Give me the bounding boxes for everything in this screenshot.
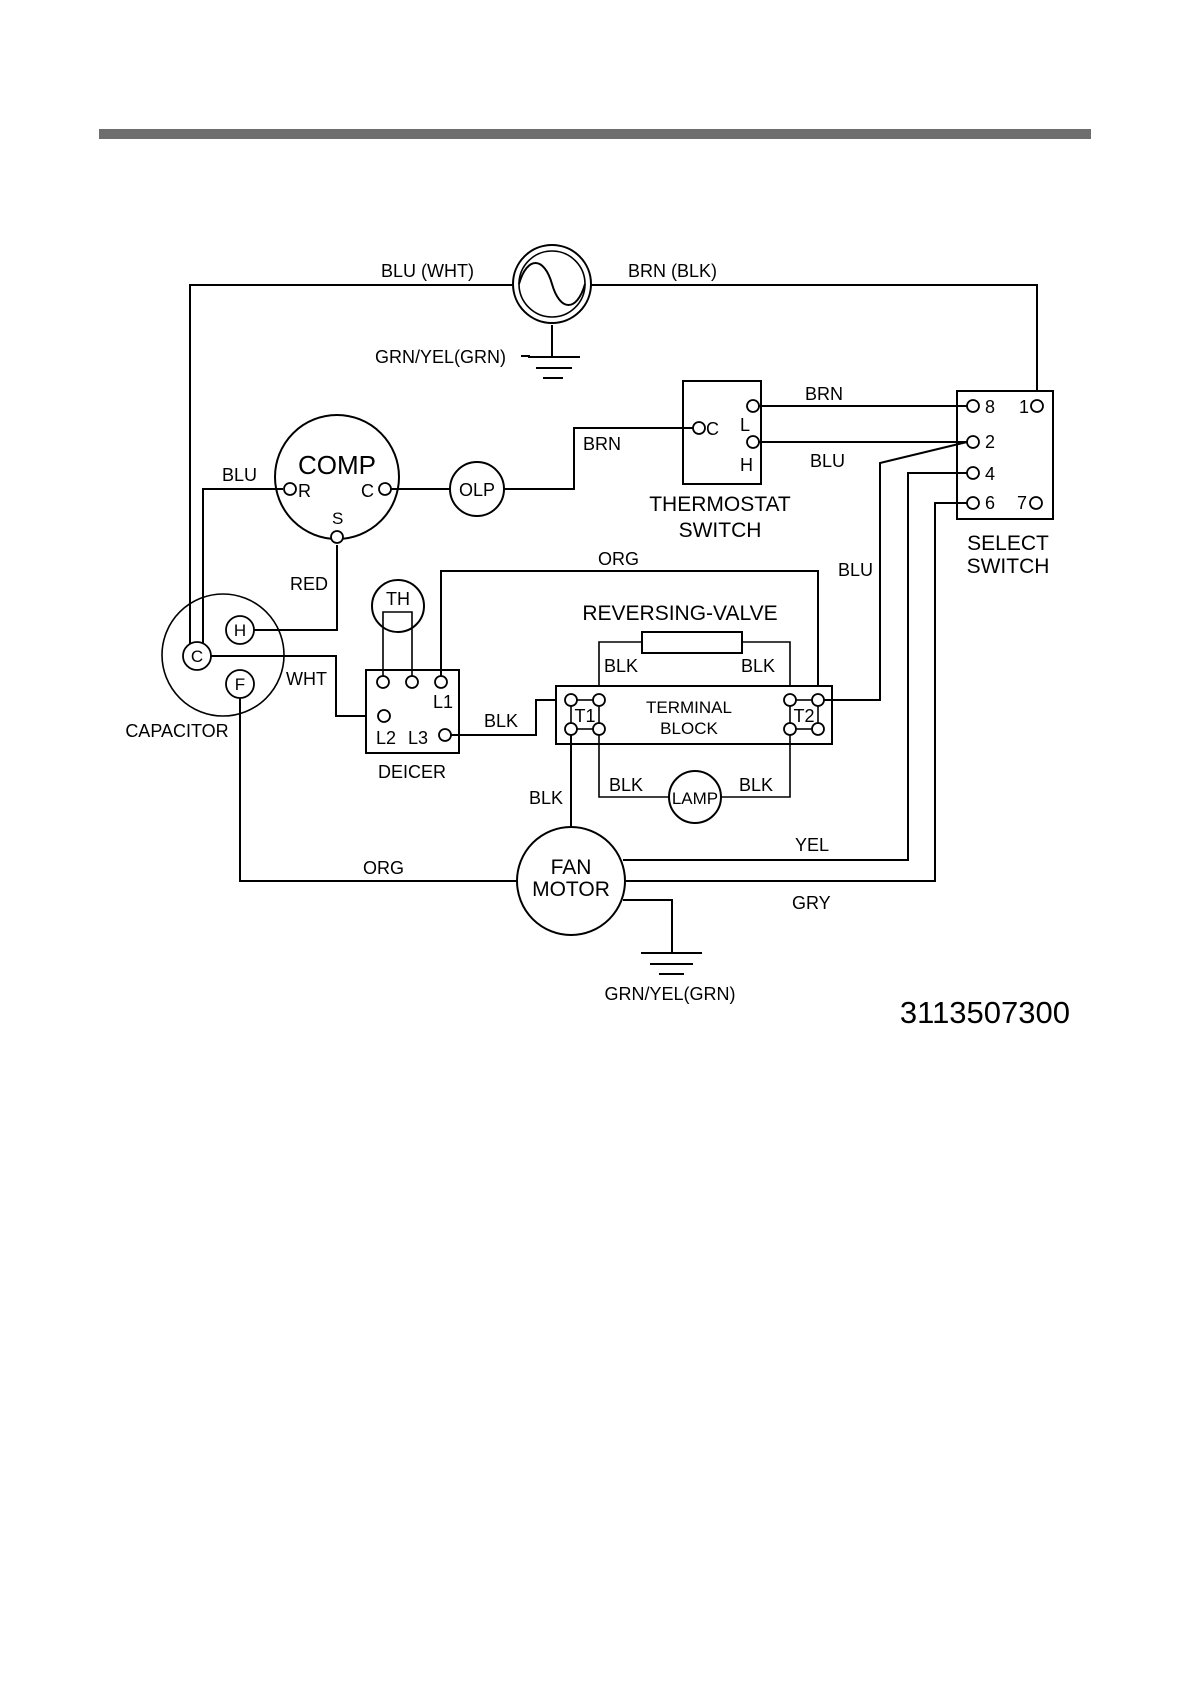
olp-label: OLP [459, 480, 495, 500]
select-label-line2: SWITCH [967, 555, 1050, 578]
thermostat-pin-c-label: C [706, 419, 719, 439]
lamp-label: LAMP [672, 789, 718, 808]
capacitor-pin-c-label: C [191, 647, 203, 666]
thermostat-pin-l-label: L [740, 415, 750, 435]
thermostat-label-line1: THERMOSTAT [649, 493, 791, 516]
red-label: RED [290, 574, 328, 594]
reversing-valve-coil [642, 632, 742, 653]
deicer-l2-label: L2 [376, 728, 396, 748]
thermostat-label-line2: SWITCH [679, 519, 762, 542]
blk-lamp-right-label: BLK [739, 775, 773, 795]
blk-fan-label: BLK [529, 788, 563, 808]
org-top-label: ORG [598, 549, 639, 569]
capacitor-label: CAPACITOR [125, 721, 228, 741]
ground-bottom-label: GRN/YEL(GRN) [604, 984, 735, 1004]
ground-top-label: GRN/YEL(GRN) [375, 347, 506, 367]
brn-to-8-label: BRN [805, 384, 843, 404]
terminal-block-line1: TERMINAL [646, 698, 732, 717]
wht-label: WHT [286, 669, 327, 689]
capacitor-pin-f-label: F [235, 675, 245, 694]
supply-left-label: BLU (WHT) [381, 261, 474, 281]
blk-valve-right-label: BLK [741, 656, 775, 676]
terminal-block-line2: BLOCK [660, 719, 718, 738]
compressor-label: COMP [298, 450, 376, 480]
thermostat-to-select-wires [759, 406, 967, 442]
deicer-label: DEICER [378, 762, 446, 782]
gry-label: GRY [792, 893, 831, 913]
fan-ground-wire [623, 900, 672, 953]
compressor-pin-s-label: S [332, 509, 343, 528]
brn-to-olp-label: BRN [583, 434, 621, 454]
blk-deicer-label: BLK [484, 711, 518, 731]
blk-lamp-left-label: BLK [609, 775, 643, 795]
fan-motor-line2: MOTOR [532, 878, 610, 901]
deicer-th-label: TH [386, 589, 410, 609]
blu-vertical-label: BLU [838, 560, 873, 580]
power-plug-symbol [513, 245, 591, 323]
ground-symbol-bottom [641, 953, 702, 974]
blu-to-2-label: BLU [810, 451, 845, 471]
ground-symbol-top [528, 357, 580, 378]
select-pin-1-label: 1 [1019, 397, 1029, 417]
part-number: 3113507300 [900, 995, 1070, 1030]
terminal-t2-label: T2 [793, 706, 814, 726]
thermostat-pin-h-label: H [740, 455, 753, 475]
deicer-l3-label: L3 [408, 728, 428, 748]
deicer-l1-label: L1 [433, 692, 453, 712]
select-pin-6-label: 6 [985, 493, 995, 513]
reversing-valve-label: REVERSING-VALVE [582, 602, 777, 625]
supply-right-label: BRN (BLK) [628, 261, 717, 281]
org-bottom-label: ORG [363, 858, 404, 878]
compressor-pin-r-label: R [298, 481, 311, 501]
fan-motor-line1: FAN [551, 856, 592, 879]
compressor-pin-c-label: C [361, 481, 374, 501]
select-pin-8-label: 8 [985, 397, 995, 417]
terminal-t1-label: T1 [574, 706, 595, 726]
blk-valve-left-label: BLK [604, 656, 638, 676]
capacitor-pin-h-label: H [234, 621, 246, 640]
select-pin-4-label: 4 [985, 464, 995, 484]
select-pin-2-label: 2 [985, 432, 995, 452]
select-label-line1: SELECT [967, 532, 1049, 555]
select-pin-7-label: 7 [1017, 493, 1027, 513]
blu-comp-r-label: BLU [222, 465, 257, 485]
yel-label: YEL [795, 835, 829, 855]
org-top-wire [441, 571, 818, 700]
